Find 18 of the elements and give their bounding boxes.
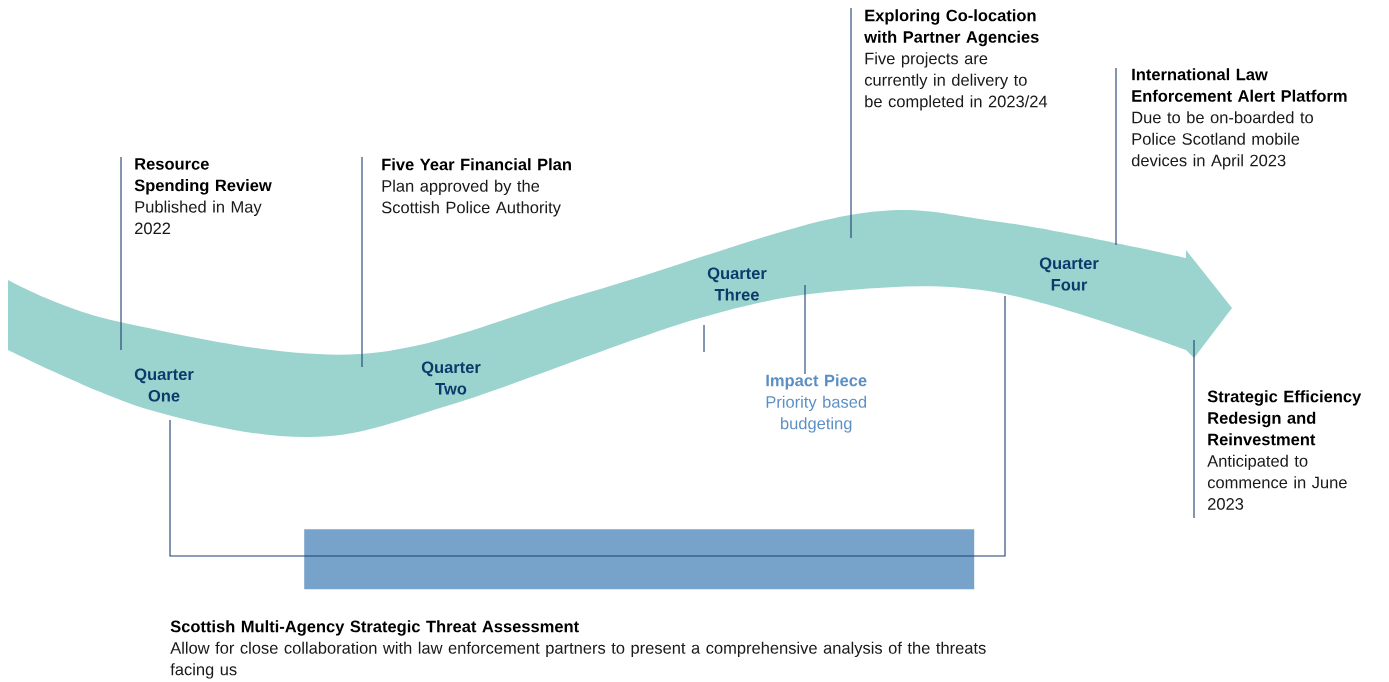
leader-line [361,156,363,368]
quarter-label: Quarter Four [1039,257,1099,291]
leader-line [1115,67,1117,246]
leader-line [1193,339,1195,519]
leader-line [850,7,852,239]
milestone-text: Resource Spending Review Published in May 2022 [134,158,272,235]
milestone-text: Exploring Co-location with Partner Agencies Five projects are currently in delivery to be completed in 2023/24 [864,9,1048,111]
milestone-text: Strategic Efficiency Redesign and Reinvestment Anticipated to commence in June 2023 [1207,390,1362,510]
timeline-bar [304,529,975,590]
milestone-text: International Law Enforcement Alert Platform Due to be on-boarded to Police Scotland mobile devices in April 2023 [1131,68,1347,170]
quarter-label: Quarter Two [421,361,481,395]
milestone-text: Five Year Financial Plan Plan approved by the Scottish Police Authority [381,158,571,217]
leader-line [120,156,122,351]
milestone-text: Scottish Multi-Agency Strategic Threat Assessment Allow for close collaboration with law enforcement partners to present a comprehensive analysis of the threats facing us [170,620,986,679]
quarter-label: Quarter Three [707,267,767,301]
quarter-label: Quarter One [134,368,194,402]
milestone-text: Impact Piece Priority based budgeting [766,374,867,433]
leader-line [804,284,806,375]
